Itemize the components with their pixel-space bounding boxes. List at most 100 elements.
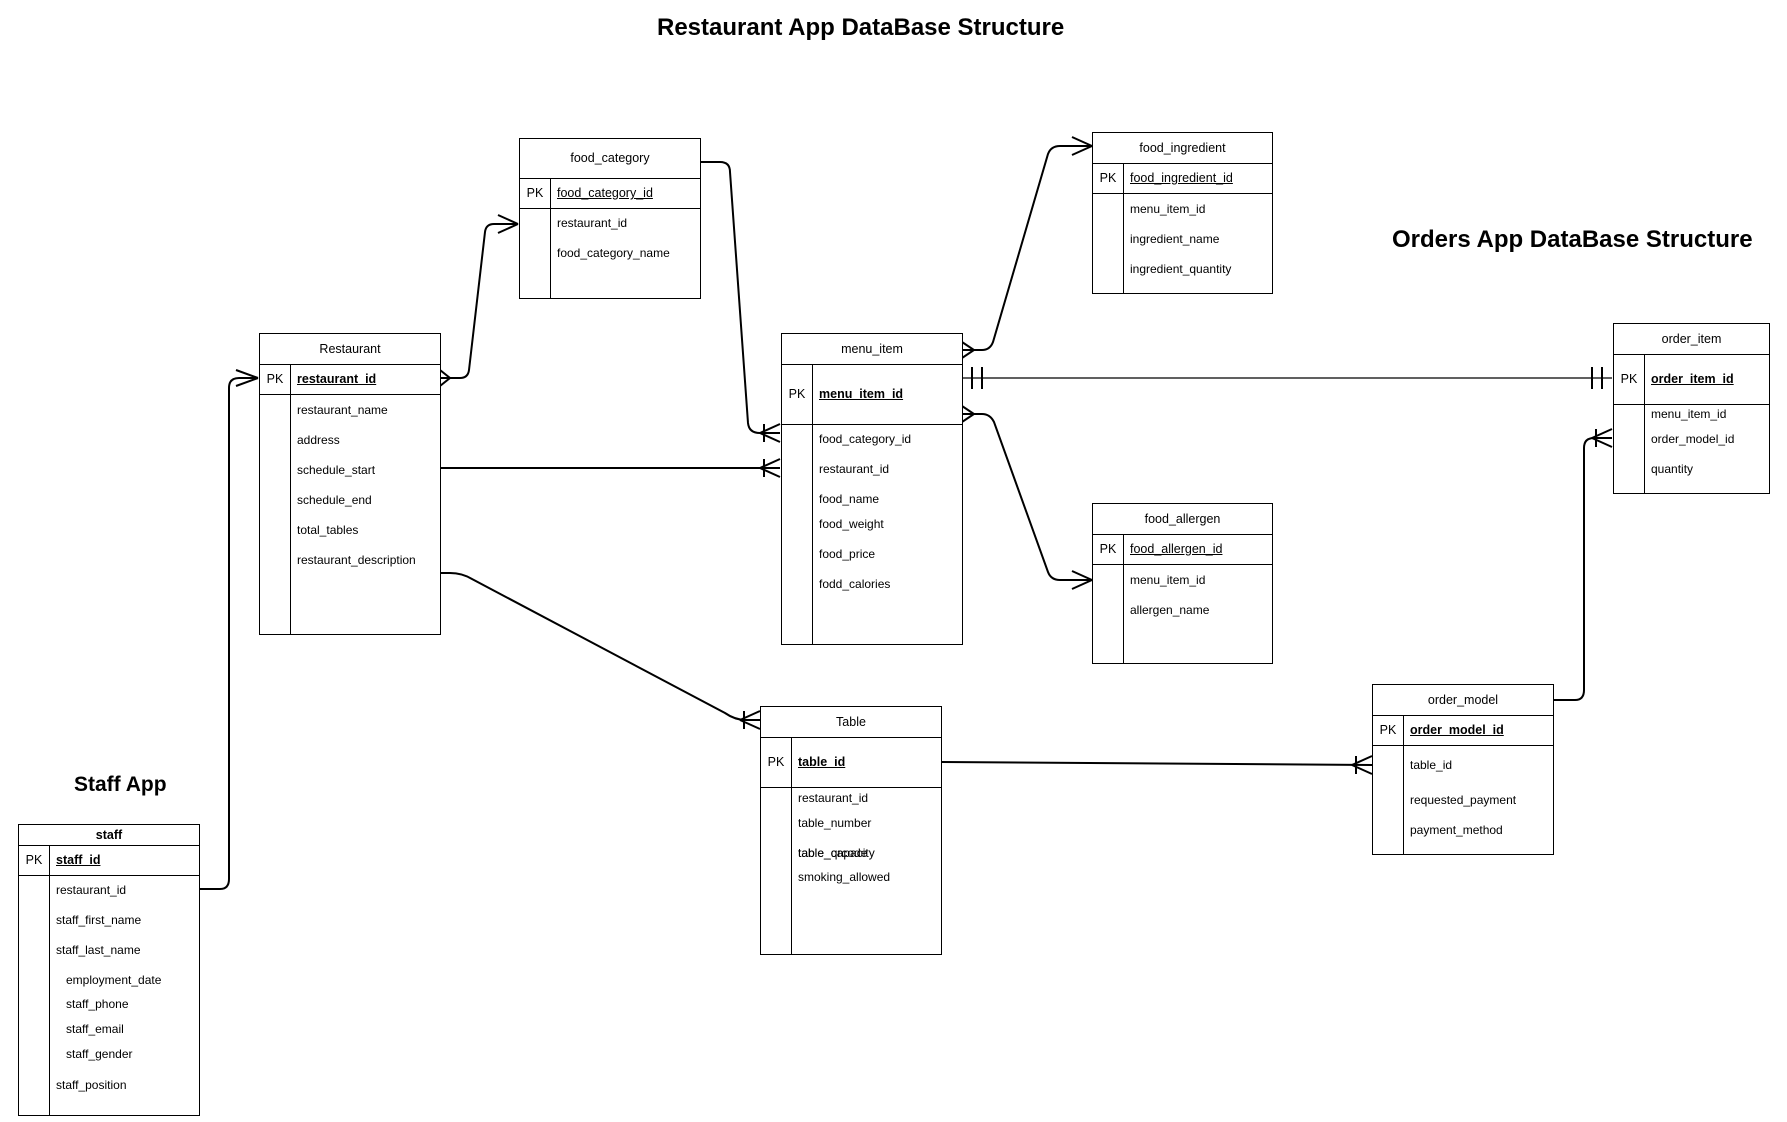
entity-table: Table PK table_id restaurant_id table_nu… — [760, 706, 942, 955]
entity-order-item: order_item PK order_item_id menu_item_id… — [1613, 323, 1770, 494]
crow-foot-menu-item-category — [759, 423, 781, 443]
column-divider — [812, 364, 813, 424]
field: food_name — [819, 492, 880, 506]
field: ingredient_quantity — [1130, 262, 1232, 276]
pk-label: PK — [1379, 723, 1397, 737]
field: staff_first_name — [56, 913, 142, 927]
crow-foot-restaurant-side — [439, 369, 452, 387]
one-mark-order-item — [1591, 367, 1603, 389]
entity-title: order_item — [1614, 324, 1769, 355]
field: restaurant_id — [557, 216, 628, 230]
field: restaurant_id — [798, 791, 869, 805]
field: restaurant_id — [56, 883, 127, 897]
pk-field: table_id — [798, 755, 846, 769]
restaurant-app-heading: Restaurant App DataBase Structure — [657, 14, 1065, 41]
field: schedule_start — [297, 463, 376, 477]
field: table_number — [798, 816, 872, 830]
field: total_tables — [297, 523, 359, 537]
column-divider — [1123, 564, 1124, 663]
pk-field: menu_item_id — [819, 387, 904, 401]
pk-label: PK — [788, 387, 806, 401]
field: menu_item_id — [1130, 573, 1206, 587]
column-divider — [49, 845, 50, 875]
pk-row: PK table_id — [761, 737, 941, 788]
field: staff_gender — [66, 1047, 133, 1061]
field: staff_last_name — [56, 943, 141, 957]
column-divider — [290, 394, 291, 634]
column-divider — [1403, 715, 1404, 745]
entity-restaurant: Restaurant PK restaurant_id restaurant_n… — [259, 333, 441, 635]
field: order_model_id — [1651, 432, 1735, 446]
entity-menu-item: menu_item PK menu_item_id food_category_… — [781, 333, 963, 645]
crow-foot-menu-item-ingredient — [961, 341, 976, 359]
column-divider — [791, 787, 792, 954]
pk-row: PK staff_id — [19, 845, 199, 876]
field: allergen_name — [1130, 603, 1210, 617]
pk-row: PK order_item_id — [1614, 354, 1769, 405]
entity-title: staff — [19, 825, 199, 846]
field: table_capacity — [798, 846, 875, 860]
one-mark-menu-item — [971, 367, 983, 389]
pk-label: PK — [1099, 542, 1117, 556]
entity-title: menu_item — [782, 334, 962, 365]
entity-title: order_model — [1373, 685, 1553, 716]
pk-label: PK — [526, 186, 544, 200]
pk-row: PK food_allergen_id — [1093, 534, 1272, 565]
field: staff_position — [56, 1078, 127, 1092]
field: fodd_calories — [819, 577, 891, 591]
orders-app-heading: Orders App DataBase Structure — [1392, 226, 1753, 253]
field: ingredient_name — [1130, 232, 1220, 246]
entity-food-allergen: food_allergen PK food_allergen_id menu_i… — [1092, 503, 1273, 664]
crow-foot-table — [739, 710, 761, 730]
column-divider — [1644, 354, 1645, 404]
link-table-order-model — [941, 761, 1373, 766]
pk-field: restaurant_id — [297, 372, 377, 386]
crow-foot-order-model — [1351, 755, 1373, 775]
field: table_qrcode — [798, 846, 868, 860]
crow-foot-staff-restaurant — [235, 369, 259, 387]
pk-field: food_ingredient_id — [1130, 171, 1233, 185]
pk-label: PK — [767, 755, 785, 769]
pk-field: staff_id — [56, 853, 101, 867]
entity-title: food_ingredient — [1093, 133, 1272, 164]
field: address — [297, 433, 340, 447]
column-divider — [550, 208, 551, 298]
pk-row: PK food_ingredient_id — [1093, 163, 1272, 194]
link-staff-restaurant — [200, 377, 258, 890]
column-divider — [49, 875, 50, 1115]
column-divider — [812, 424, 813, 644]
pk-field: order_model_id — [1410, 723, 1504, 737]
field: restaurant_description — [297, 553, 416, 567]
field: payment_method — [1410, 823, 1503, 837]
field: menu_item_id — [1651, 407, 1727, 421]
field: smoking_allowed — [798, 870, 891, 884]
entity-title: Restaurant — [260, 334, 440, 365]
link-restaurant-table — [430, 572, 760, 721]
entity-staff: staff PK staff_id restaurant_id staff_fi… — [18, 824, 200, 1116]
column-divider — [1123, 163, 1124, 193]
column-divider — [550, 178, 551, 208]
pk-row: PK menu_item_id — [782, 364, 962, 425]
link-menu-item-allergen — [962, 413, 1092, 581]
pk-field: food_allergen_id — [1130, 542, 1223, 556]
field: restaurant_id — [819, 462, 890, 476]
pk-label: PK — [1620, 372, 1638, 386]
column-divider — [1123, 193, 1124, 293]
pk-row: PK food_category_id — [520, 178, 700, 209]
field: quantity — [1651, 462, 1694, 476]
crow-foot-ingredient — [1071, 136, 1093, 156]
pk-row: PK order_model_id — [1373, 715, 1553, 746]
entity-title: food_category — [520, 139, 700, 179]
field: schedule_end — [297, 493, 372, 507]
pk-label: PK — [1099, 171, 1117, 185]
field: restaurant_name — [297, 403, 388, 417]
pk-row: PK restaurant_id — [260, 364, 440, 395]
field: employment_date — [66, 973, 162, 987]
entity-food-ingredient: food_ingredient PK food_ingredient_id me… — [1092, 132, 1273, 294]
pk-label: PK — [266, 372, 284, 386]
link-order-model-order-item — [1554, 437, 1612, 701]
pk-field: food_category_id — [557, 186, 653, 200]
crow-foot-order-item — [1591, 428, 1613, 448]
crow-foot-menu-item-restaurant — [759, 458, 781, 478]
entity-food-category: food_category PK food_category_id restau… — [519, 138, 701, 299]
